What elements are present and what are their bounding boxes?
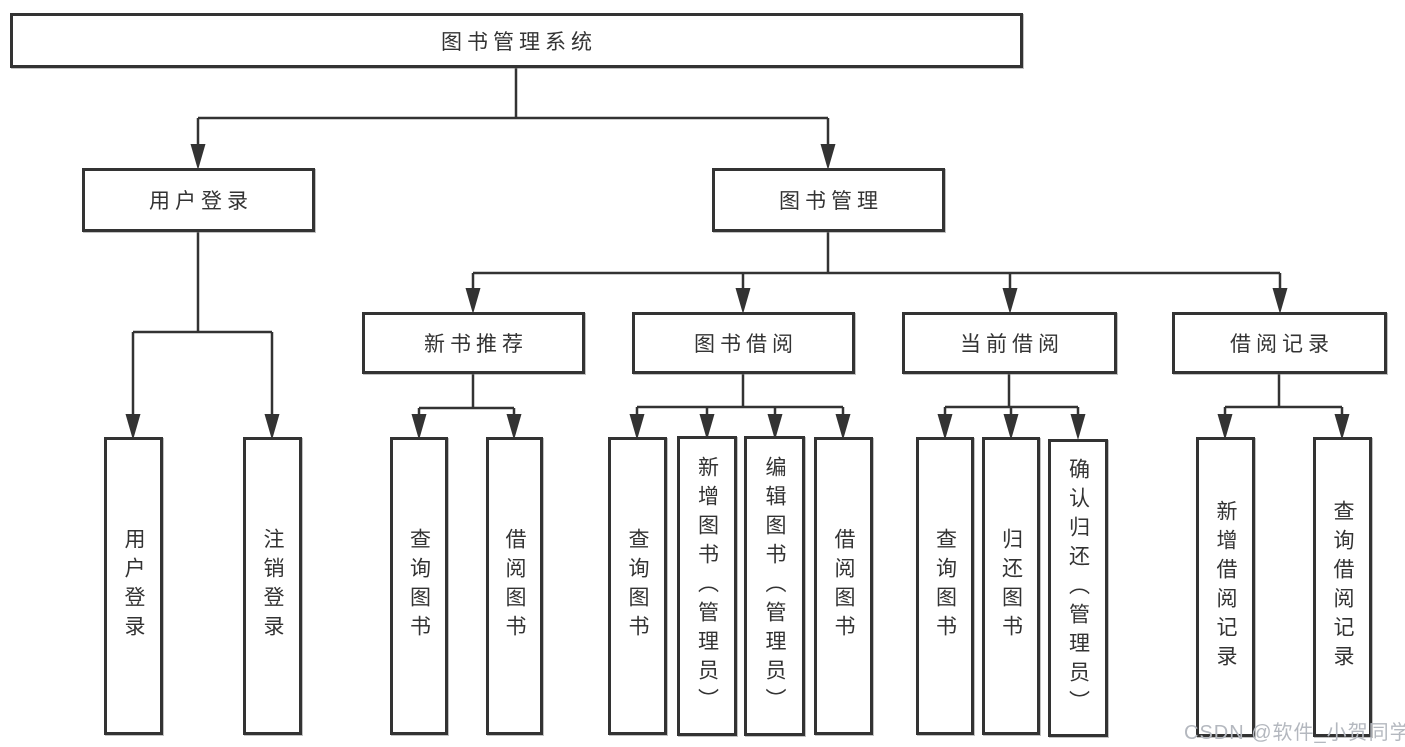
leaf-return-book: 归还图书	[982, 437, 1040, 735]
node-borrow-records: 借阅记录	[1172, 312, 1387, 374]
watermark: CSDN @软件_小贺同学	[1184, 722, 1405, 744]
connector-book-mgmt-children	[471, 232, 1282, 290]
connector-root-to-level2	[196, 68, 830, 146]
node-current-borrow: 当前借阅	[902, 312, 1117, 374]
node-library-system: 图书管理系统	[10, 13, 1023, 68]
leaf-query-books-borrow: 查询图书	[608, 437, 667, 735]
node-book-management: 图书管理	[712, 168, 945, 232]
connector-borrow-records-children	[1223, 374, 1344, 415]
connector-current-borrow-children	[943, 374, 1080, 415]
leaf-query-books-current: 查询图书	[916, 437, 974, 735]
leaf-user-login: 用户登录	[104, 437, 163, 735]
connector-new-book-children	[417, 374, 516, 415]
node-book-borrow: 图书借阅	[632, 312, 855, 374]
leaf-add-book-admin: 新增图书（管理员）	[677, 436, 737, 736]
arrowhead-icons	[125, 144, 1350, 440]
node-new-book-recommend: 新书推荐	[362, 312, 585, 374]
connector-user-login-children	[131, 232, 274, 415]
node-user-login: 用户登录	[82, 168, 315, 232]
leaf-edit-book-admin: 编辑图书（管理员）	[744, 436, 805, 736]
leaf-borrow-books-borrow: 借阅图书	[814, 437, 873, 735]
leaf-confirm-return-admin: 确认归还（管理员）	[1048, 439, 1108, 737]
leaf-query-borrow-record: 查询借阅记录	[1313, 437, 1372, 737]
connector-book-borrow-children	[635, 374, 845, 415]
leaf-borrow-books-recommend: 借阅图书	[486, 437, 543, 735]
leaf-add-borrow-record: 新增借阅记录	[1196, 437, 1255, 737]
leaf-logout: 注销登录	[243, 437, 302, 735]
leaf-query-books-recommend: 查询图书	[390, 437, 448, 735]
